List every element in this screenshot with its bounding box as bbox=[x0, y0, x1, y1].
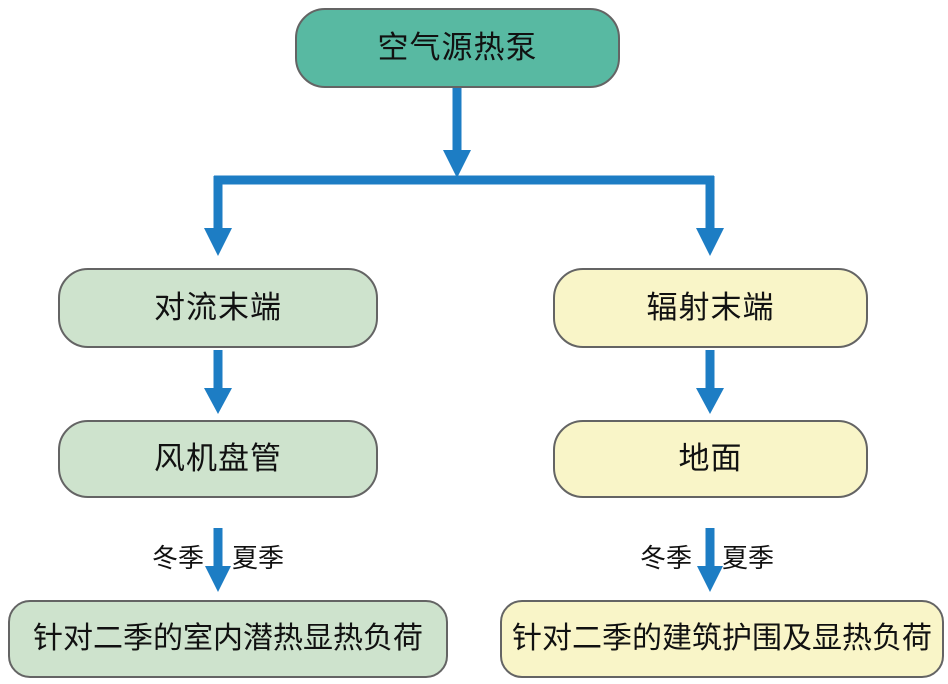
arrow-convection-to-fancoil-head bbox=[204, 388, 232, 414]
arrow-floor-to-load-head bbox=[697, 566, 723, 592]
arrow-right-branch-head bbox=[696, 228, 724, 256]
season-label-summer-right: 夏季 bbox=[722, 544, 775, 573]
node-convection-terminal: 对流末端 bbox=[58, 268, 378, 348]
season-label-summer-left: 夏季 bbox=[232, 544, 285, 573]
node-air-source-heat-pump: 空气源热泵 bbox=[295, 8, 620, 88]
season-label-winter-left: 冬季 bbox=[152, 544, 205, 573]
arrow-left-branch-head bbox=[204, 228, 232, 256]
node-radiant-terminal: 辐射末端 bbox=[553, 268, 868, 348]
node-floor: 地面 bbox=[553, 420, 868, 498]
node-indoor-latent-sensible-load: 针对二季的室内潜热显热负荷 bbox=[8, 600, 448, 678]
node-envelope-sensible-load: 针对二季的建筑护围及显热负荷 bbox=[500, 600, 944, 678]
node-fan-coil: 风机盘管 bbox=[58, 420, 378, 498]
arrow-root-down-head bbox=[443, 150, 471, 178]
arrow-radiant-to-floor-head bbox=[696, 388, 724, 414]
arrow-fancoil-to-load-head bbox=[205, 566, 231, 592]
season-label-winter-right: 冬季 bbox=[640, 544, 693, 573]
